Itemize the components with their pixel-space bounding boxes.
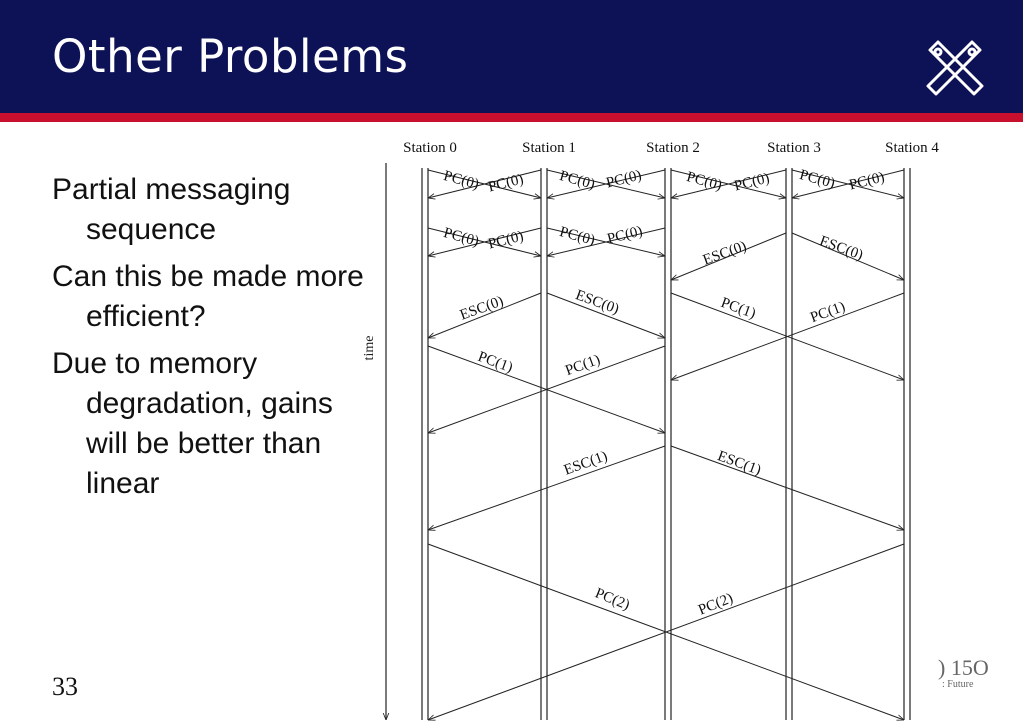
crossed-tools-icon — [926, 40, 984, 96]
message-arrow — [671, 169, 787, 198]
message-arrow — [670, 445, 904, 530]
bullet-item: Partial messaging sequence — [52, 173, 291, 246]
message-label: PC(0) — [487, 228, 526, 252]
message-arrow — [792, 169, 905, 198]
message-arrow — [428, 445, 666, 530]
time-axis-label: time — [362, 336, 377, 361]
message-label: PC(0) — [848, 169, 887, 193]
slide-number: 33 — [52, 672, 78, 701]
message-label: PC(0) — [558, 224, 597, 249]
message-label: PC(1) — [563, 352, 602, 379]
message-arrow — [428, 345, 666, 433]
station-label: Station 0 — [403, 140, 457, 156]
message-arrow — [671, 292, 905, 380]
message-label: PC(1) — [476, 349, 515, 376]
station-label: Station 3 — [767, 140, 821, 156]
message-sequence-diagram: Station 0 Station 1 Station 2 Station 3 Stat… — [362, 140, 939, 723]
message-arrow — [546, 292, 665, 338]
message-label: PC(0) — [798, 167, 837, 192]
message-arrow — [671, 232, 787, 281]
station-label: Station 4 — [885, 140, 939, 156]
message-label: ESC(0) — [817, 233, 865, 263]
footer-logo-tagline: : Future — [942, 679, 974, 690]
station-label: Station 1 — [522, 140, 576, 156]
bullet-item: Can this be made more efficient? — [52, 260, 364, 333]
message-label: PC(0) — [606, 223, 645, 247]
message-arrow — [428, 543, 905, 720]
message-label: PC(0) — [733, 170, 772, 194]
message-arrow — [791, 232, 904, 281]
message-arrow — [547, 227, 666, 256]
footer-logo: ) 15O : Future — [938, 655, 1008, 695]
message-arrow — [428, 292, 542, 339]
message-label: ESC(0) — [701, 238, 749, 268]
message-arrow — [547, 169, 666, 198]
message-label: PC(2) — [593, 585, 632, 613]
message-label: ESC(1) — [715, 448, 763, 478]
header-divider — [0, 113, 1023, 122]
message-label: PC(2) — [696, 590, 735, 618]
station-label: Station 2 — [646, 140, 700, 156]
slide-title: Other Problems — [52, 30, 409, 83]
message-label: PC(1) — [808, 299, 847, 326]
message-arrow — [428, 227, 542, 256]
message-arrow — [428, 169, 542, 198]
message-label: ESC(0) — [458, 293, 506, 323]
bullet-list: Partial messaging sequence Can this be m… — [52, 170, 372, 511]
message-label: PC(0) — [558, 168, 597, 193]
message-label: ESC(0) — [573, 287, 621, 317]
message-label: PC(0) — [442, 168, 481, 193]
bullet-item: Due to memory degradation, gains will be… — [52, 347, 333, 500]
slide-header — [0, 0, 1023, 113]
footer-logo-mark: ) 15O — [938, 655, 989, 680]
message-label: PC(0) — [442, 225, 481, 250]
message-label: PC(0) — [487, 171, 526, 195]
